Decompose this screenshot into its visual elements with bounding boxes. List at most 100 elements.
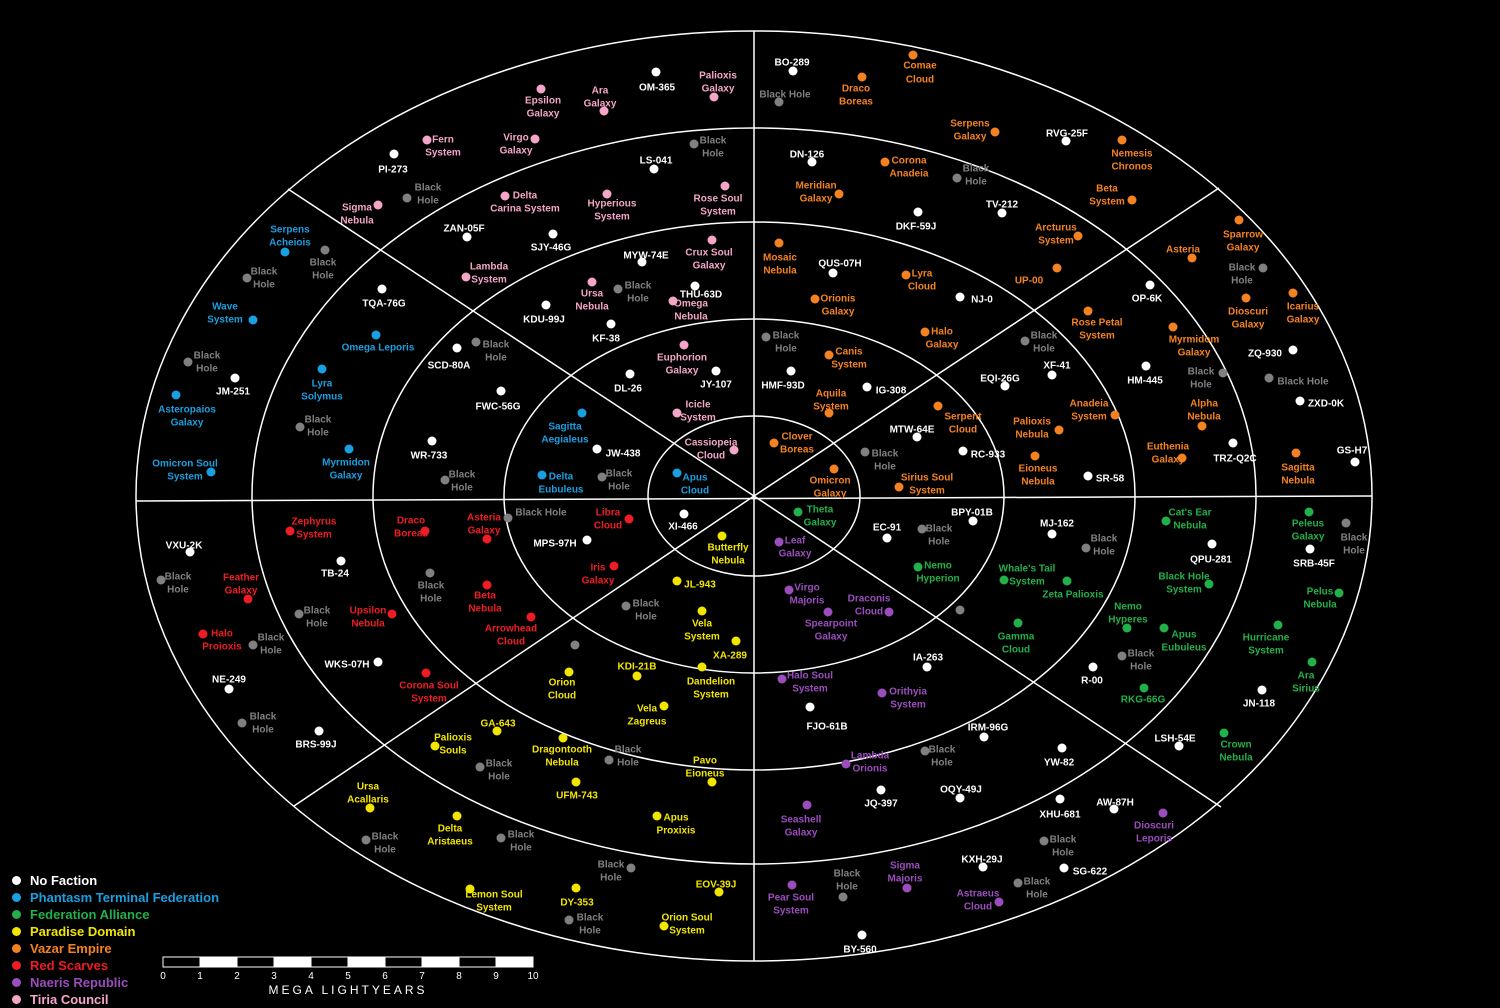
marker-asteria-galaxy[interactable] (482, 534, 492, 544)
marker-black-hole[interactable] (294, 609, 304, 619)
marker-zxd-0k[interactable] (1295, 396, 1305, 406)
marker-ls-041[interactable] (649, 164, 659, 174)
marker-black-hole[interactable] (1341, 518, 1351, 528)
marker-sigma-majoris[interactable] (902, 883, 912, 893)
marker-peleus-galaxy[interactable] (1304, 507, 1314, 517)
marker-hm-445[interactable] (1141, 361, 1151, 371)
marker-op-6k[interactable] (1145, 280, 1155, 290)
marker-beta-nebula[interactable] (482, 580, 492, 590)
marker-sagitta-nebula[interactable] (1291, 448, 1301, 458)
marker-omega-leporis[interactable] (371, 330, 381, 340)
marker-serpens-acheiois[interactable] (280, 247, 290, 257)
marker-black-hole[interactable] (402, 193, 412, 203)
marker-gamma-cloud[interactable] (1013, 618, 1023, 628)
marker-nemesis-chronos[interactable] (1117, 135, 1127, 145)
marker-black-hole[interactable] (838, 892, 848, 902)
marker-black-hole[interactable] (570, 640, 580, 650)
marker-black-hole[interactable] (496, 833, 506, 843)
marker-orionis-galaxy[interactable] (810, 294, 820, 304)
marker-xf-41[interactable] (1047, 370, 1057, 380)
marker-dandelion-system[interactable] (697, 662, 707, 672)
marker-trz-q2c[interactable] (1228, 438, 1238, 448)
marker-black-hole-system[interactable] (1204, 579, 1214, 589)
marker-qus-07h[interactable] (828, 268, 838, 278)
marker-meridian-galaxy[interactable] (834, 189, 844, 199)
marker-theta-galaxy[interactable] (793, 507, 803, 517)
marker-pi-273[interactable] (389, 149, 399, 159)
marker-black-hole[interactable] (183, 357, 193, 367)
marker-sagitta-aegialeus[interactable] (577, 408, 587, 418)
marker-black-hole[interactable] (920, 746, 930, 756)
marker-leaf-galaxy[interactable] (774, 537, 784, 547)
marker-black-hole[interactable] (917, 524, 927, 534)
marker-dioscuri-galaxy[interactable] (1241, 293, 1251, 303)
marker-mosaic-nebula[interactable] (774, 238, 784, 248)
marker-eioneus-nebula[interactable] (1030, 451, 1040, 461)
marker-mtw-64e[interactable] (912, 432, 922, 442)
marker-black-hole[interactable] (425, 568, 435, 578)
marker-kdu-99j[interactable] (541, 300, 551, 310)
marker-nemo-hyperes[interactable] (1122, 623, 1132, 633)
marker-ec-91[interactable] (882, 533, 892, 543)
marker-dy-353[interactable] (571, 883, 581, 893)
marker-black-hole[interactable] (503, 513, 513, 523)
marker-cassiopeia-cloud[interactable] (729, 445, 739, 455)
marker-omicron-soul-system[interactable] (206, 467, 216, 477)
marker-rc-933[interactable] (958, 446, 968, 456)
marker-black-hole[interactable] (952, 173, 962, 183)
marker-halo-proioxis[interactable] (198, 629, 208, 639)
marker-black-hole[interactable] (471, 337, 481, 347)
marker-black-hole[interactable] (156, 575, 166, 585)
marker-palioxis-galaxy[interactable] (709, 92, 719, 102)
marker-apus-proxixis[interactable] (652, 811, 662, 821)
marker-irm-96g[interactable] (979, 732, 989, 742)
marker-dioscuri-leporis[interactable] (1158, 808, 1168, 818)
marker-lambda-system[interactable] (461, 272, 471, 282)
marker-black-hole[interactable] (1013, 878, 1023, 888)
marker-wks-07h[interactable] (373, 657, 383, 667)
marker-delta-carina-system[interactable] (500, 191, 510, 201)
marker-kf-38[interactable] (606, 319, 616, 329)
marker-jl-943[interactable] (672, 576, 682, 586)
marker-wr-733[interactable] (427, 436, 437, 446)
marker-black-hole[interactable] (1258, 263, 1268, 273)
marker-virgo-majoris[interactable] (784, 585, 794, 595)
marker-scd-80a[interactable] (452, 343, 462, 353)
marker-by-560[interactable] (857, 930, 867, 940)
marker-omega-nebula[interactable] (668, 296, 678, 306)
marker-orion-soul-system[interactable] (659, 921, 669, 931)
marker-halo-soul-system[interactable] (777, 674, 787, 684)
marker-icarius-galaxy[interactable] (1288, 288, 1298, 298)
marker-hyperious-system[interactable] (602, 189, 612, 199)
marker-clover-boreas[interactable] (769, 438, 779, 448)
marker-nemo-hyperion[interactable] (913, 562, 923, 572)
marker-dl-26[interactable] (625, 369, 635, 379)
marker-butterfly-nebula[interactable] (717, 531, 727, 541)
marker-ia-263[interactable] (922, 662, 932, 672)
marker-black-hole[interactable] (621, 601, 631, 611)
marker-tb-24[interactable] (336, 556, 346, 566)
marker-draconis-cloud[interactable] (884, 607, 894, 617)
marker-alpha-nebula[interactable] (1197, 421, 1207, 431)
marker-rose-petal-system[interactable] (1083, 306, 1093, 316)
marker-whale-s-tail-system[interactable] (999, 575, 1009, 585)
marker-aquila-system[interactable] (824, 408, 834, 418)
marker-delta-aristaeus[interactable] (452, 811, 462, 821)
marker-black-hole[interactable] (761, 332, 771, 342)
marker-ufm-743[interactable] (571, 777, 581, 787)
marker-kdi-21b[interactable] (632, 671, 642, 681)
marker-gs-h7[interactable] (1350, 457, 1360, 467)
marker-sigma-nebula[interactable] (373, 200, 383, 210)
marker-rose-soul-system[interactable] (720, 181, 730, 191)
marker-orion-cloud[interactable] (564, 667, 574, 677)
marker-dkf-59j[interactable] (913, 207, 923, 217)
marker-up-00[interactable] (1052, 263, 1062, 273)
marker-astraeus-cloud[interactable] (994, 897, 1004, 907)
marker-hmf-93d[interactable] (786, 366, 796, 376)
marker-xhu-681[interactable] (1055, 794, 1065, 804)
marker-hurricane-system[interactable] (1273, 620, 1283, 630)
marker-kxh-29j[interactable] (978, 862, 988, 872)
marker-vela-system[interactable] (697, 606, 707, 616)
marker-tqa-76g[interactable] (377, 284, 387, 294)
marker-black-hole[interactable] (475, 762, 485, 772)
